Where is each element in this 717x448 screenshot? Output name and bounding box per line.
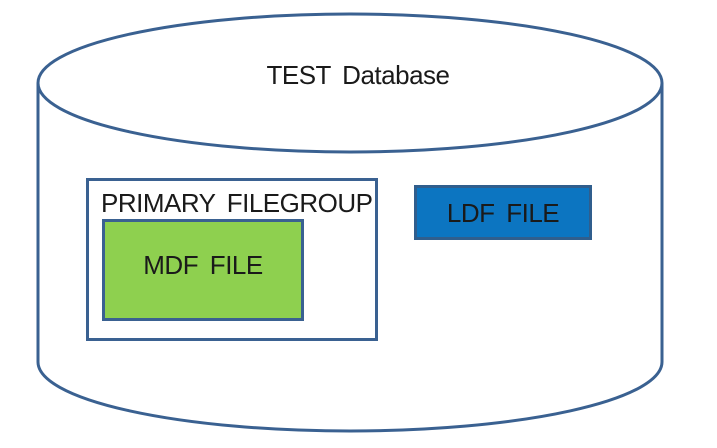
mdf-file-label: MDF FILE [143,250,263,280]
primary-filegroup-label: PRIMARY FILEGROUP [101,188,373,218]
ldf-file-label: LDF FILE [446,197,560,228]
cylinder-body-outline [36,83,664,433]
ldf-file-box: LDF FILE [414,185,592,240]
cylinder-top-ellipse [36,12,664,154]
mdf-file-box: MDF FILE [102,219,304,321]
database-title: TEST Database [266,60,450,90]
